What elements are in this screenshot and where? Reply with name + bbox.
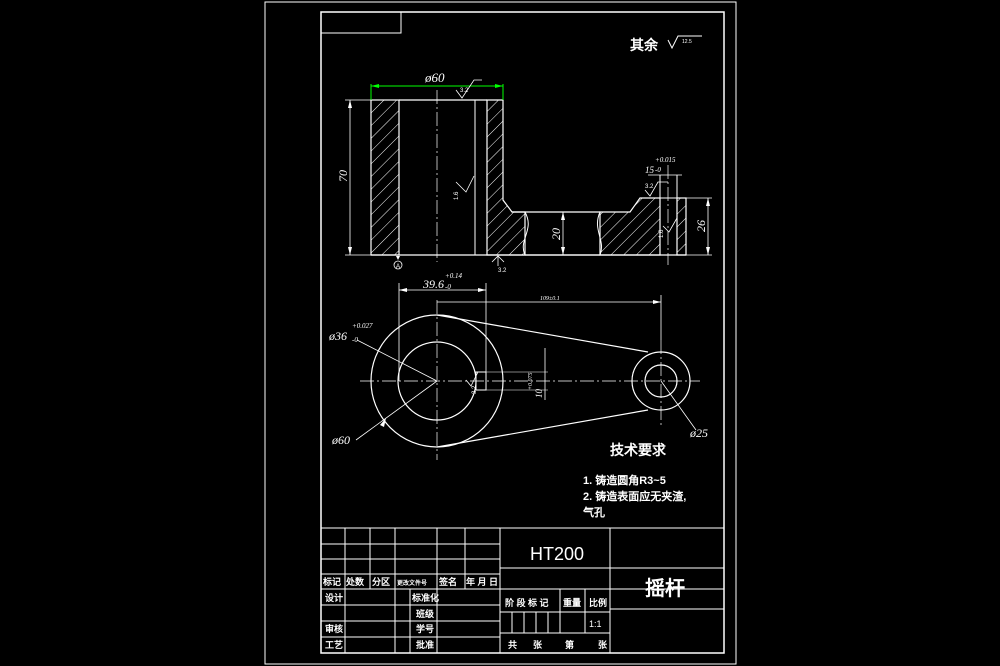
dim-height-70: 70 — [336, 170, 350, 182]
scale-value: 1:1 — [589, 619, 602, 629]
outer-border — [264, 1, 737, 665]
title-block-text: HT200 摇杆 标记 处数 分区 更改文件号 签名 年 月 日 设计 标准化 … — [322, 544, 685, 650]
dim-small-25: ø25 — [689, 426, 708, 440]
rough-32-top: 3.2 — [460, 88, 469, 94]
dim-slot-lower: -0 — [655, 166, 661, 174]
hdr-zone: 分区 — [372, 576, 390, 587]
dim-bore-36-upper: +0.027 — [352, 322, 373, 330]
lbl-sheet-unit2: 张 — [598, 639, 608, 650]
lbl-approve: 批准 — [416, 639, 434, 650]
lbl-standardize: 标准化 — [411, 592, 439, 603]
hdr-change-doc: 更改文件号 — [397, 579, 427, 587]
lbl-design: 设计 — [325, 592, 343, 603]
roughness-symbol-icon: 12.5 — [667, 35, 702, 50]
arm-upper-edge — [436, 314, 649, 353]
part-name: 摇杆 — [645, 577, 685, 600]
plan-view: 39.6 +0.14 -0 109±0.1 ø36 +0.027 -0 ø60 … — [328, 272, 708, 460]
small-boss-outer — [631, 351, 691, 411]
dim-height-20: 20 — [549, 228, 563, 240]
roughness-symbol-value: 12.5 — [682, 39, 692, 45]
dim-key-width: 10 — [534, 389, 544, 399]
dim-bore-36-lower: -0 — [352, 336, 358, 344]
dim-top-diameter: ø60 — [424, 70, 445, 85]
rough-32-slot: 3.2 — [645, 184, 654, 190]
roughness-boss-icon: 1.6 — [659, 217, 678, 238]
dim-outer-60: ø60 — [331, 433, 350, 447]
section-wall-right — [486, 99, 526, 256]
tech-requirements: 技术要求 1. 铸造圆角R3~5 2. 铸造表面应无夹渣, 气孔 — [582, 442, 686, 519]
roughness-slot-icon: 3.2 — [644, 181, 668, 197]
lbl-sheet-total: 共 — [508, 639, 517, 650]
dim-slot-width: 15 — [645, 165, 655, 175]
roughness-32-icon: 3.2 — [455, 79, 482, 99]
inner-border — [320, 11, 725, 654]
roughness-16-icon: 1.6 — [454, 175, 475, 200]
keyway — [475, 371, 487, 391]
lbl-process: 工艺 — [325, 639, 343, 650]
datum-label: A — [396, 264, 400, 270]
material: HT200 — [530, 544, 584, 564]
lbl-review: 审核 — [325, 623, 343, 634]
rough-16-bore: 1.6 — [454, 191, 460, 200]
corner-box — [320, 11, 402, 34]
dim-slot-upper: +0.015 — [655, 156, 676, 164]
datum-a-icon: A — [393, 256, 403, 270]
rough-32-bottom: 3.2 — [498, 268, 507, 274]
dim-length-39-6-lower: -0 — [445, 283, 451, 291]
lbl-class: 班级 — [416, 608, 435, 619]
roughness-bottom-icon: 3.2 — [491, 255, 507, 274]
hdr-signature: 签名 — [438, 576, 457, 587]
section-arm-end — [599, 197, 661, 256]
lbl-stage-mark: 阶 段 标 记 — [505, 597, 549, 608]
dim-center-distance: 109±0.1 — [540, 296, 560, 302]
tech-title: 技术要求 — [610, 442, 667, 458]
hdr-mark: 标记 — [322, 576, 341, 587]
roughness-key-icon: 3.2 — [465, 371, 479, 394]
rough-32-key: 3.2 — [472, 385, 478, 394]
lbl-weight: 重量 — [563, 597, 581, 608]
small-boss-bore — [644, 364, 678, 398]
tech-line-1: 1. 铸造圆角R3~5 — [583, 473, 666, 487]
hdr-date: 年 月 日 — [466, 576, 498, 587]
arm-lower-edge — [436, 409, 649, 448]
lbl-student-no: 学号 — [416, 623, 434, 634]
dim-bore-36: ø36 — [328, 329, 347, 343]
dim-height-26: 26 — [694, 220, 708, 232]
dim-length-39-6: 39.6 — [422, 277, 444, 291]
lbl-scale: 比例 — [589, 597, 607, 608]
section-view: ø60 3.2 70 A 1.6 3.2 — [336, 70, 712, 274]
dim-length-39-6-upper: +0.14 — [445, 272, 462, 280]
tech-line-3: 气孔 — [582, 505, 605, 519]
title-block — [321, 527, 724, 653]
rough-16-boss: 1.6 — [659, 229, 665, 238]
section-wall-left — [370, 99, 400, 256]
roughness-note: 其余 — [630, 37, 659, 53]
lbl-sheet-unit: 张 — [533, 639, 543, 650]
tech-line-2: 2. 铸造表面应无夹渣, — [583, 489, 686, 503]
lbl-sheet-no: 第 — [565, 639, 574, 650]
section-boss-right — [676, 197, 687, 256]
hdr-count: 处数 — [345, 576, 365, 587]
dim-key-tol: +0.075 — [528, 372, 534, 390]
